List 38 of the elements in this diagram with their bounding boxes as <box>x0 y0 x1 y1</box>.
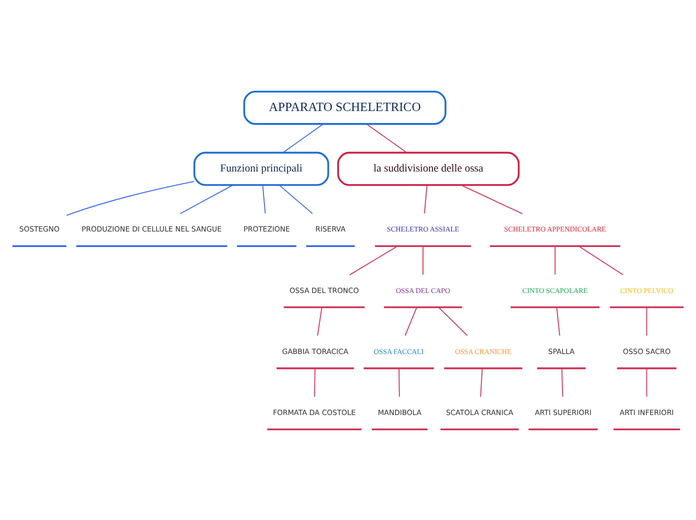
node-text: PRODUZIONE DI CELLULE NEL SANGUE <box>82 224 222 234</box>
connector <box>438 306 468 336</box>
node-text: SCATOLA CRANICA <box>446 407 514 416</box>
connector <box>279 184 313 214</box>
connector <box>554 245 556 274</box>
node-text: ARTI INFERIORI <box>620 407 674 416</box>
connector <box>460 184 523 214</box>
connector <box>66 180 195 216</box>
connector <box>556 306 560 336</box>
node-text: OSSO SACRO <box>622 346 671 356</box>
node-box: APPARATO SCHELETRICO <box>243 90 446 124</box>
node-text: ARTI SUPERIORI <box>534 407 592 416</box>
connector <box>646 306 648 336</box>
node-text: PROTEZIONE <box>243 224 290 234</box>
connector <box>646 368 648 397</box>
node-box: la suddivisione delle ossa <box>337 151 520 186</box>
connector <box>424 184 428 214</box>
connector <box>366 123 408 152</box>
node-text: FORMATA DA COSTOLE <box>272 407 356 416</box>
connector <box>349 245 398 275</box>
connector <box>398 368 400 397</box>
node-text: OSSA DEL TRONCO <box>289 285 359 294</box>
connector <box>404 306 418 336</box>
node-text: MANDIBOLA <box>378 407 422 416</box>
connector <box>314 368 316 397</box>
node-box: Funzioni principali <box>193 151 330 186</box>
connector <box>317 306 322 336</box>
connector <box>561 368 564 397</box>
connector <box>578 245 624 275</box>
connector <box>480 368 483 397</box>
node-text: GABBIA TORACICA <box>282 346 348 356</box>
connector <box>262 184 266 214</box>
node-text: SPALLA <box>548 346 575 356</box>
node-text: SOSTEGNO <box>19 224 60 234</box>
connector <box>422 245 424 274</box>
connector <box>282 123 324 152</box>
node-text: RISERVA <box>315 224 346 234</box>
connector <box>180 184 234 214</box>
